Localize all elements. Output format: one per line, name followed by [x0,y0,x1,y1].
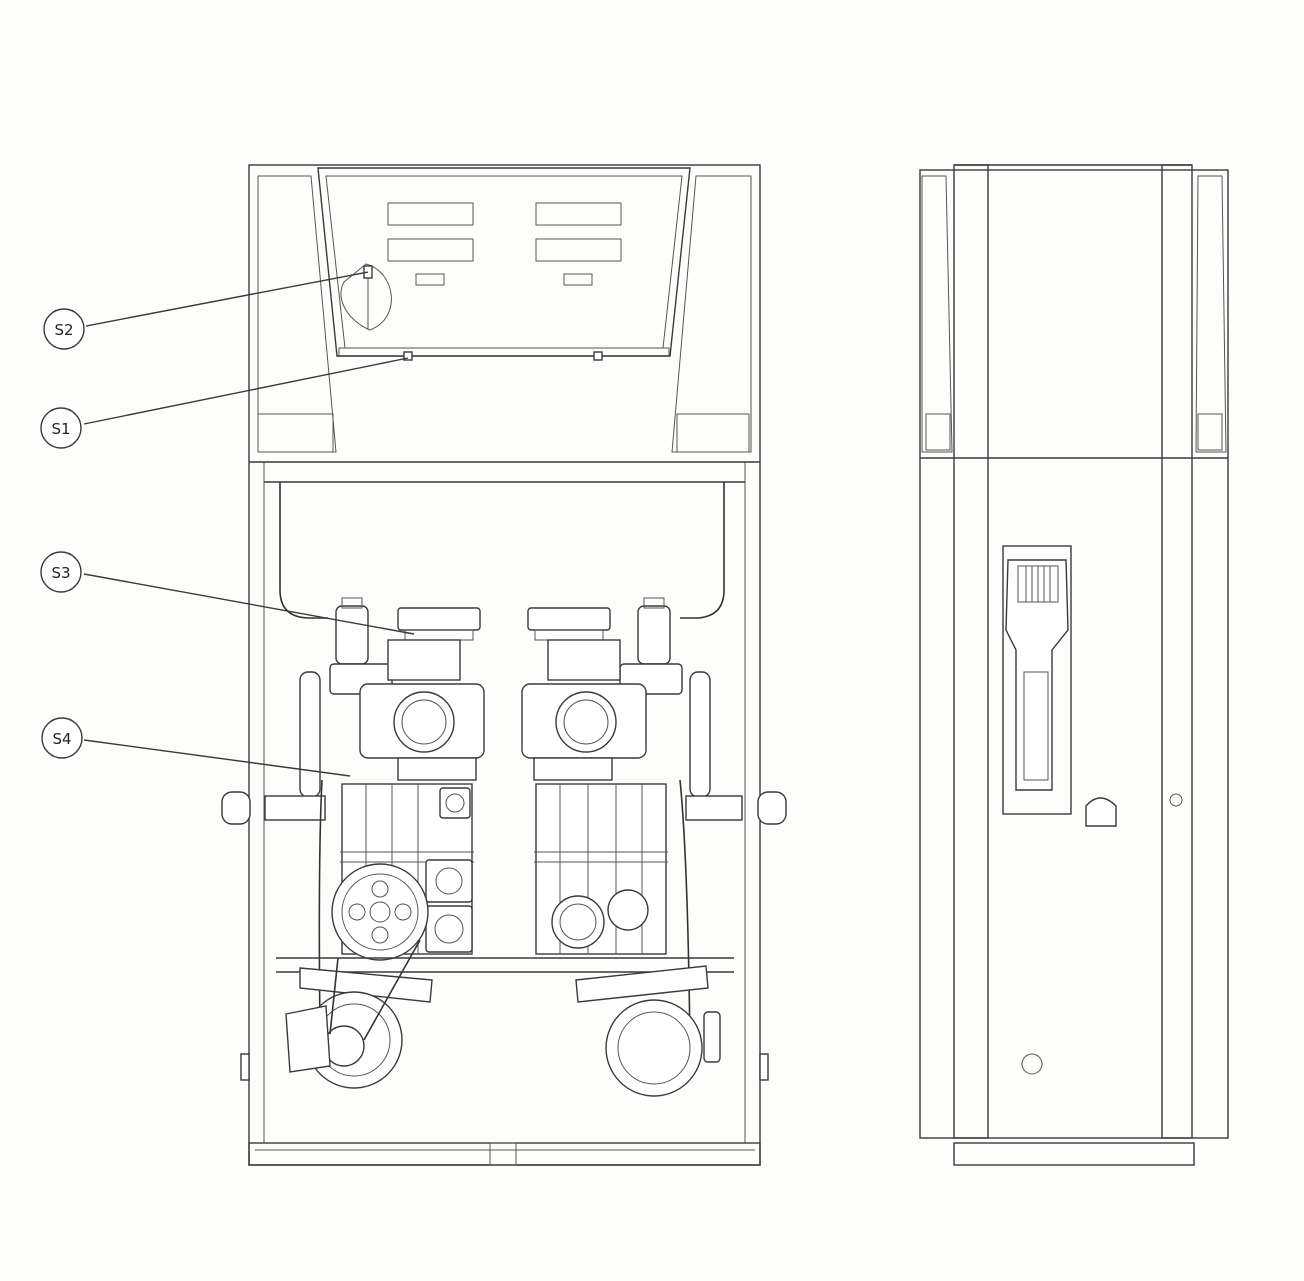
right-hydraulic-unit [521,597,787,1051]
left-solenoid [335,605,369,665]
front-base [248,1142,761,1166]
callout-label-s3: S3 [51,564,70,582]
left-junction-box [285,1005,331,1073]
nozzle-holster [1002,545,1072,815]
leader-line-s1 [83,357,409,425]
leader-line-s3 [83,573,415,635]
right-motor-cap [607,889,649,931]
left-hydraulic-unit [221,597,485,1031]
left-head-pillar [257,175,337,453]
display-window-right-mid [535,238,622,262]
switch-s1-part [403,351,413,361]
left-pump-pulley [331,863,429,961]
right-nozzle-hook [757,791,787,825]
front-view [221,164,787,1166]
callout-s3: S3 [40,551,415,635]
display-window-left-mid [387,238,474,262]
callout-circle-s1 [40,407,82,449]
callout-circle-s2 [43,308,85,350]
switch-s2-part [340,263,392,331]
side-left-column [953,164,989,1139]
display-window-left-small [415,273,445,286]
left-meter-block [359,683,485,759]
side-right-column [1161,164,1193,1139]
left-valve-bottom [425,905,473,953]
right-pulser [527,607,611,631]
right-motor [605,999,703,1097]
display-window-left-top [387,202,474,226]
left-inlet-pipe [264,795,326,821]
callout-circle-s3 [40,551,82,593]
side-lock-bump [1085,797,1117,827]
nozzle [1005,559,1069,791]
callout-s1: S1 [40,357,409,449]
right-solenoid [637,605,671,665]
callout-circle-s4 [41,717,83,759]
side-cabinet-outline [919,169,1229,1139]
callout-label-s1: S1 [51,420,70,438]
display-head [257,167,752,453]
left-vertical-pipe [299,671,321,798]
left-motor-assembly [285,939,433,1089]
side-view [919,164,1229,1166]
side-head-right-panel [1195,175,1227,453]
display-window-right-top [535,202,622,226]
right-head-pillar [671,175,752,453]
leader-line-s2 [85,271,369,327]
right-upper-hose [680,482,725,619]
side-base [953,1142,1195,1166]
right-vertical-pipe [689,671,711,798]
right-motor-assembly [575,965,721,1097]
right-meter-block [521,683,647,759]
left-nozzle-hook [221,791,251,825]
callout-label-s4: S4 [52,730,71,748]
callout-s2: S2 [43,271,369,350]
leader-line-s4 [83,739,351,777]
display-window-right-small [563,273,593,286]
left-upper-hose [279,482,328,619]
left-pulser [397,607,481,631]
side-port-hole [1021,1053,1043,1075]
side-head-left-panel [921,175,953,453]
callout-label-s2: S2 [54,321,73,339]
right-inlet-pipe [685,795,743,821]
left-valve-top [425,859,473,903]
callout-s4: S4 [41,717,351,777]
